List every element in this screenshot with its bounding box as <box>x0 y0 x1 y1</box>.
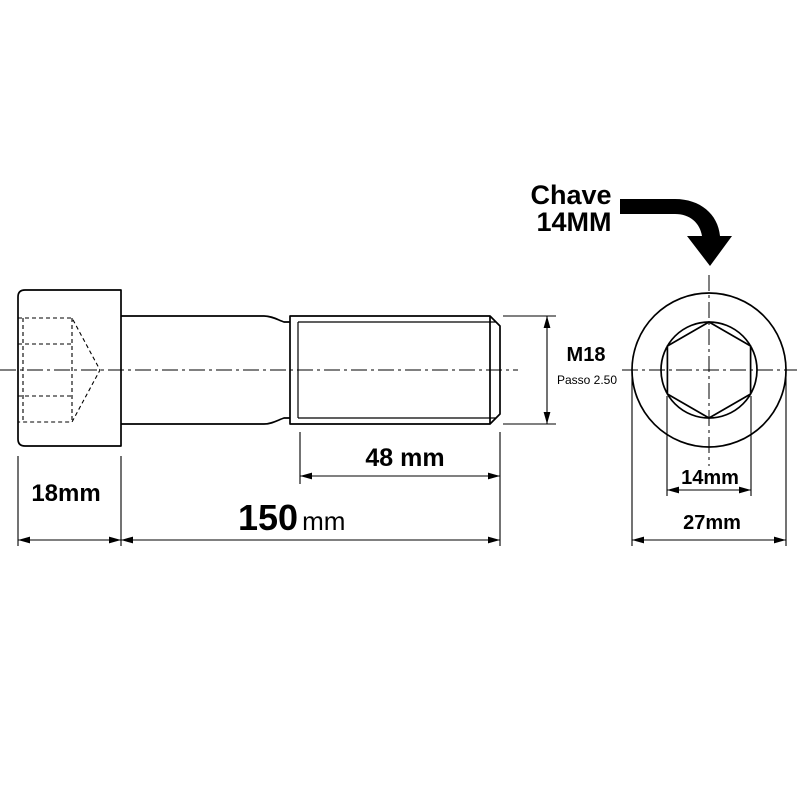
wrench-callout-line1: Chave <box>530 180 611 210</box>
head-diameter-label: 27mm <box>683 512 741 534</box>
total-length-unit: mm <box>302 506 345 536</box>
thread-pitch-label: Passo 2.50 <box>557 373 617 387</box>
end-view: 14mm 27mm Chave 14MM <box>530 180 797 546</box>
bolt-head-outline <box>17 289 122 447</box>
shank-top-edge <box>121 315 290 323</box>
thread-root-lines <box>298 321 496 419</box>
shank-bottom-edge <box>121 417 290 425</box>
socket-size-label: 14mm <box>681 467 739 489</box>
thread-length-label: 48 mm <box>365 444 444 472</box>
total-length-value: 150 <box>238 497 298 538</box>
wrench-callout-line2: 14MM <box>536 207 611 237</box>
curved-arrow-down-icon <box>620 199 732 266</box>
socket-hex-edge-lines <box>18 343 72 397</box>
thread-label: M18 <box>567 344 606 366</box>
head-length-label: 18mm <box>31 480 100 507</box>
socket-cone-line <box>18 317 101 423</box>
